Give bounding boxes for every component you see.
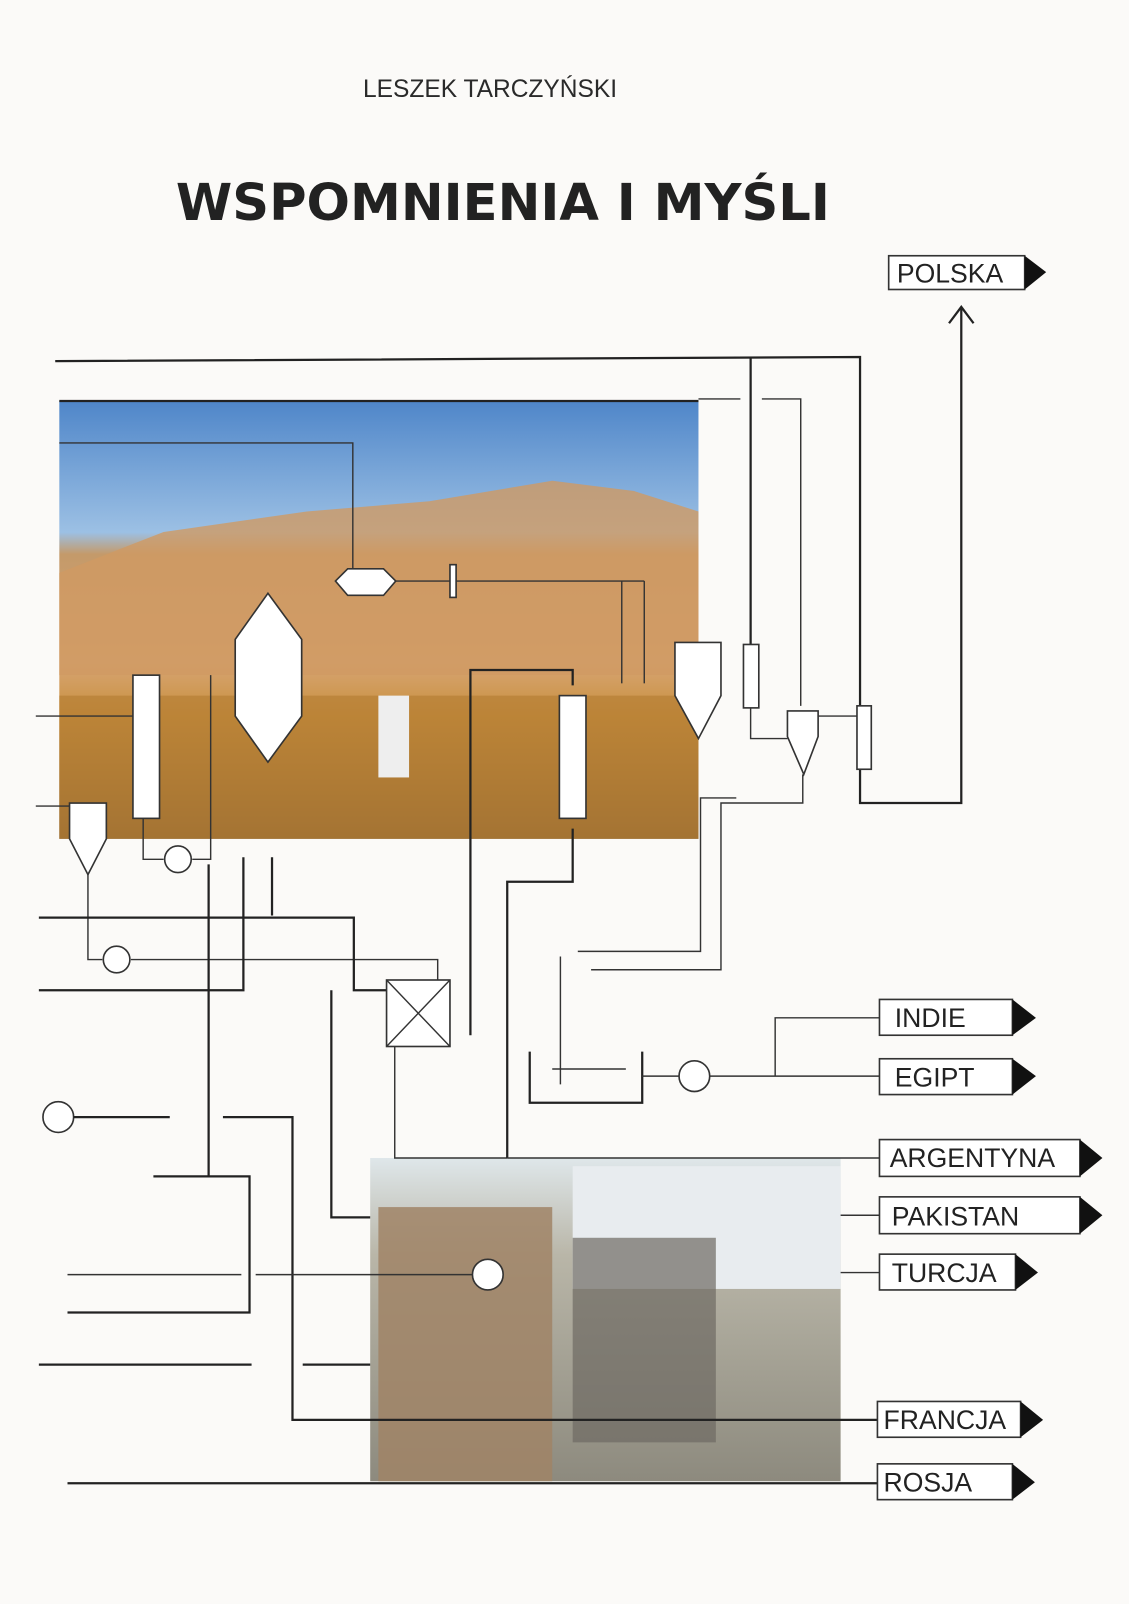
svg-text:ARGENTYNA: ARGENTYNA [890, 1143, 1056, 1173]
destination-rosja: ROSJA [876, 1463, 1035, 1501]
destination-indie: INDIE [878, 998, 1036, 1037]
destination-polska: POLSKA [887, 254, 1047, 291]
process-flow-lines [35, 305, 975, 1485]
author-name: LESZEK TARCZYŃSKI [363, 76, 617, 103]
svg-text:FRANCJA: FRANCJA [884, 1405, 1007, 1435]
destination-argentyna: ARGENTYNA [878, 1138, 1103, 1178]
book-title: WSPOMNIENIA I MYŚLI [176, 171, 830, 233]
svg-text:ROSJA: ROSJA [884, 1467, 973, 1497]
svg-text:POLSKA: POLSKA [897, 258, 1004, 288]
destination-egipt: EGIPT [878, 1057, 1036, 1096]
destination-francja: FRANCJA [876, 1400, 1044, 1439]
svg-text:TURCJA: TURCJA [892, 1258, 997, 1288]
svg-text:EGIPT: EGIPT [895, 1062, 975, 1092]
destination-pakistan: PAKISTAN [878, 1196, 1103, 1235]
destination-turcja: TURCJA [878, 1253, 1038, 1291]
photo-airport-group [370, 1157, 841, 1482]
svg-text:INDIE: INDIE [895, 1003, 966, 1033]
svg-text:PAKISTAN: PAKISTAN [892, 1202, 1019, 1232]
